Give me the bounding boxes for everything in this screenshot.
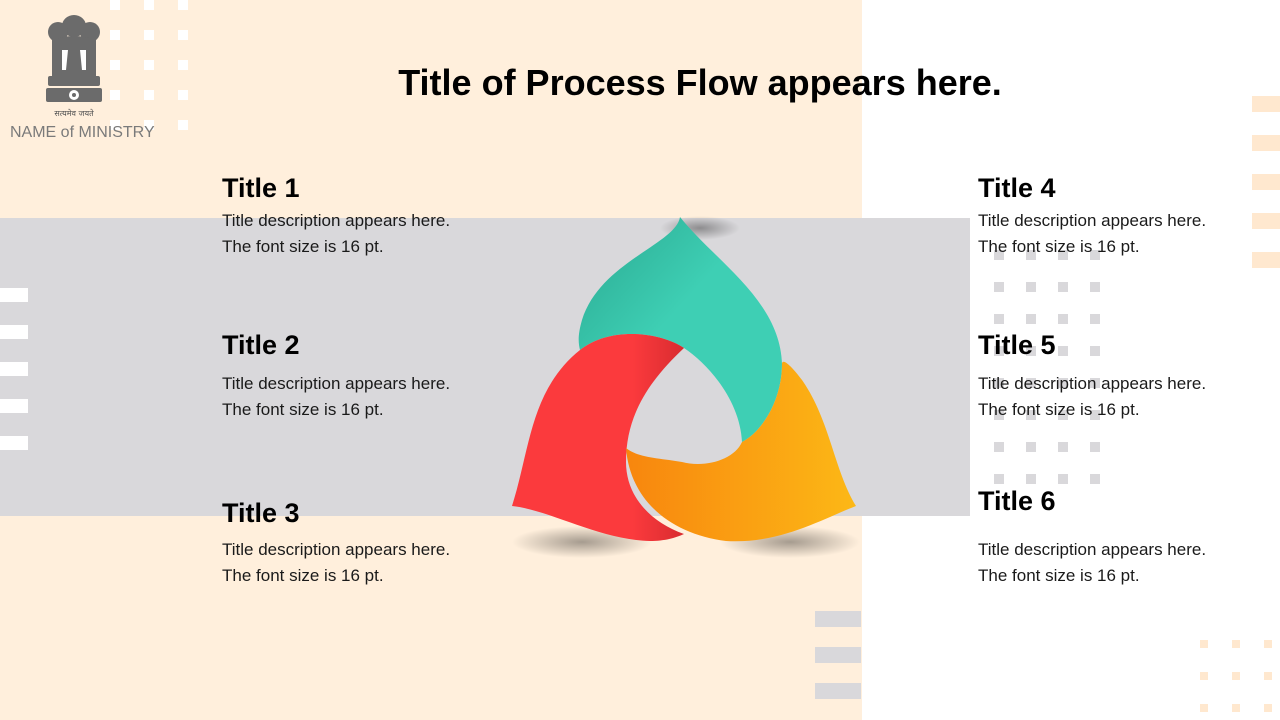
petal-right — [626, 361, 856, 542]
decor-dots-right — [994, 250, 1100, 484]
decor-bars-bottom — [815, 611, 861, 699]
decor-dots-bottom-right — [1200, 640, 1272, 712]
cycle-diagram — [512, 216, 860, 558]
process-item-6: Title 6 Title description appears here. … — [978, 485, 1218, 589]
petal-top — [578, 217, 782, 442]
item-title: Title 5 — [978, 330, 1056, 360]
item-title: Title 1 — [222, 173, 300, 203]
process-item-1: Title 1 Title description appears here. … — [222, 172, 462, 260]
item-description: Title description appears here. The font… — [978, 374, 1207, 419]
item-description: Title description appears here. The font… — [222, 540, 451, 585]
process-item-3: Title 3 Title description appears here. … — [222, 497, 462, 589]
decor-dots-top — [110, 0, 188, 130]
item-title: Title 2 — [222, 330, 300, 360]
item-description: Title description appears here. The font… — [978, 540, 1207, 585]
item-description: Title description appears here. The font… — [222, 374, 451, 419]
process-item-5: Title 5 Title description appears here. … — [978, 329, 1218, 423]
national-emblem-icon: सत्यमेव जयते — [46, 15, 102, 118]
decor-bars-right — [1252, 96, 1280, 268]
page-title: Title of Process Flow appears here. — [398, 62, 1002, 103]
process-item-2: Title 2 Title description appears here. … — [222, 329, 462, 423]
decor-bars-left — [0, 288, 28, 450]
item-title: Title 6 — [978, 486, 1056, 516]
item-description: Title description appears here. The font… — [222, 211, 451, 256]
item-title: Title 3 — [222, 498, 300, 528]
ministry-name: NAME of MINISTRY — [10, 124, 155, 141]
emblem-motto: सत्यमेव जयते — [54, 108, 94, 118]
item-description: Title description appears here. The font… — [978, 211, 1207, 256]
item-title: Title 4 — [978, 173, 1056, 203]
petal-left — [512, 333, 684, 541]
process-item-4: Title 4 Title description appears here. … — [978, 172, 1218, 260]
